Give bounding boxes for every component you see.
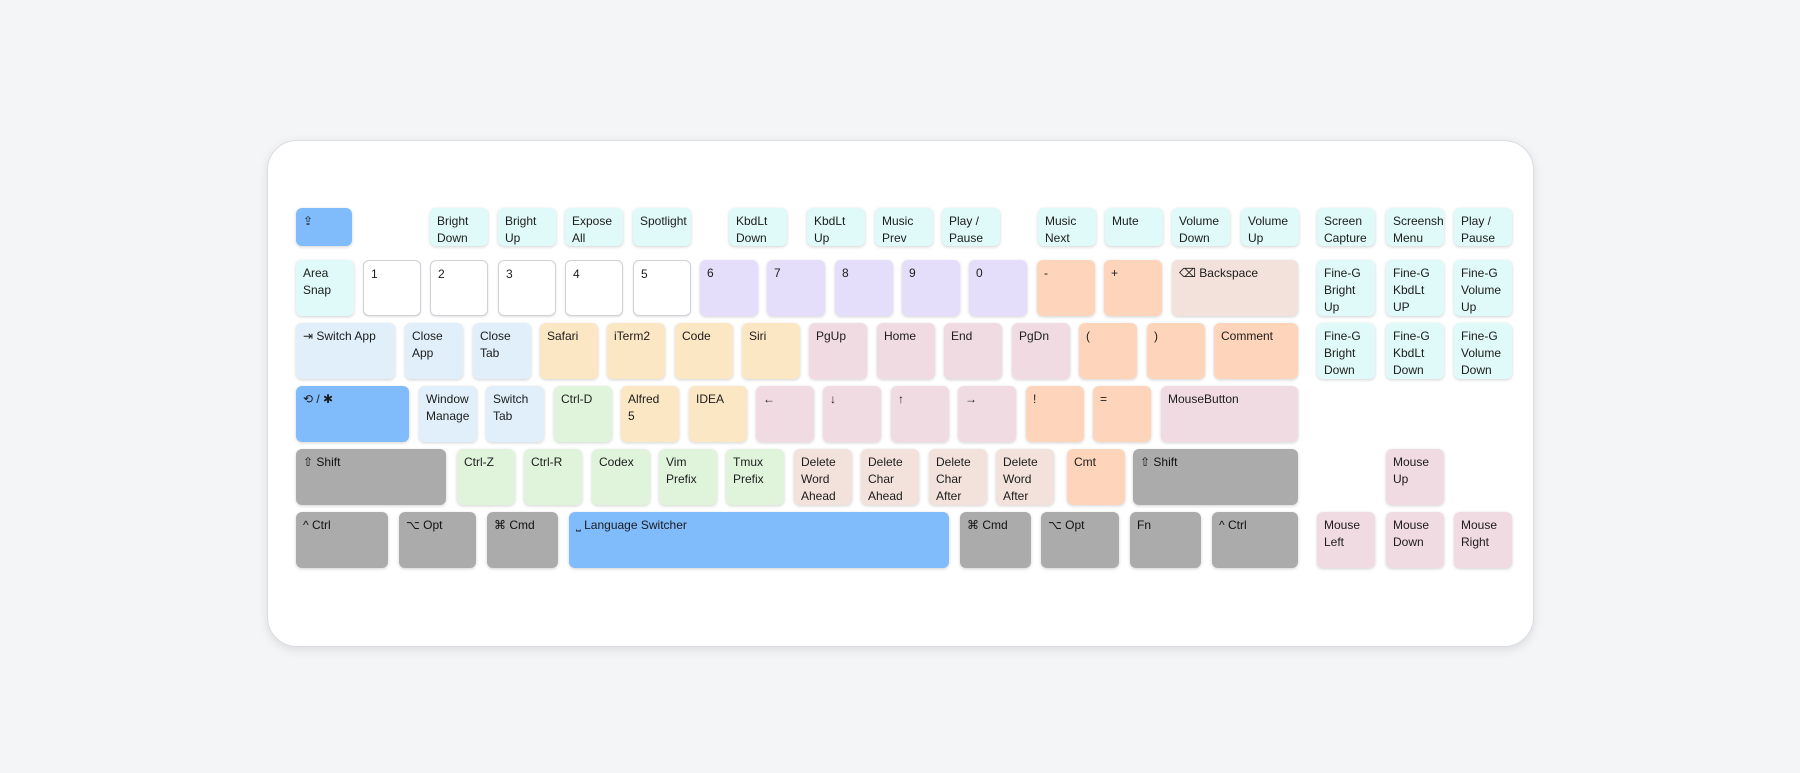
key-symbol[interactable]: → bbox=[958, 386, 1016, 442]
key-4[interactable]: 4 bbox=[565, 260, 623, 316]
key-fine-g-bright-down[interactable]: Fine-G Bright Down bbox=[1317, 323, 1375, 379]
key-fn[interactable]: Fn bbox=[1130, 512, 1201, 568]
key-5[interactable]: 5 bbox=[633, 260, 691, 316]
key-cmd[interactable]: ⌘ Cmd bbox=[487, 512, 558, 568]
key-safari[interactable]: Safari bbox=[540, 323, 598, 379]
key-symbol[interactable]: ↓ bbox=[823, 386, 881, 442]
key-ctrl[interactable]: ^ Ctrl bbox=[1212, 512, 1298, 568]
key-pgup[interactable]: PgUp bbox=[809, 323, 867, 379]
key-tmux-prefix[interactable]: Tmux Prefix bbox=[726, 449, 784, 505]
key-volume-down[interactable]: Volume Down bbox=[1172, 208, 1230, 246]
key-switch-app[interactable]: ⇥ Switch App bbox=[296, 323, 395, 379]
key-home[interactable]: Home bbox=[877, 323, 935, 379]
key-expose-all[interactable]: Expose All bbox=[565, 208, 623, 246]
key-delete-word-after[interactable]: Delete Word After bbox=[996, 449, 1054, 505]
key-delete-char-ahead[interactable]: Delete Char Ahead bbox=[861, 449, 919, 505]
key-screenshot-menu[interactable]: Screenshot Menu bbox=[1386, 208, 1444, 246]
key-mouse-right[interactable]: Mouse Right bbox=[1454, 512, 1512, 568]
key-idea[interactable]: IDEA bbox=[689, 386, 747, 442]
key-9[interactable]: 9 bbox=[902, 260, 960, 316]
key-close-app[interactable]: Close App bbox=[405, 323, 463, 379]
key-end[interactable]: End bbox=[944, 323, 1002, 379]
key-spotlight[interactable]: Spotlight bbox=[633, 208, 691, 246]
key-cmd[interactable]: ⌘ Cmd bbox=[960, 512, 1031, 568]
key-symbol[interactable]: ⇪ bbox=[296, 208, 352, 246]
key-mousebutton[interactable]: MouseButton bbox=[1161, 386, 1298, 442]
key-backspace[interactable]: ⌫ Backspace bbox=[1172, 260, 1298, 316]
key-symbol[interactable]: ) bbox=[1147, 323, 1205, 379]
key-pgdn[interactable]: PgDn bbox=[1012, 323, 1070, 379]
key-0[interactable]: 0 bbox=[969, 260, 1027, 316]
key-cmt[interactable]: Cmt bbox=[1067, 449, 1125, 505]
key-symbol[interactable]: ( bbox=[1079, 323, 1137, 379]
key-mouse-down[interactable]: Mouse Down bbox=[1386, 512, 1444, 568]
key-ctrl-z[interactable]: Ctrl-Z bbox=[457, 449, 515, 505]
key-symbol[interactable]: - bbox=[1037, 260, 1095, 316]
key-vim-prefix[interactable]: Vim Prefix bbox=[659, 449, 717, 505]
key-mute[interactable]: Mute bbox=[1105, 208, 1163, 246]
key-language-switcher[interactable]: ⎵ Language Switcher bbox=[569, 512, 949, 568]
key-code[interactable]: Code bbox=[675, 323, 733, 379]
key-delete-char-after[interactable]: Delete Char After bbox=[929, 449, 987, 505]
key-mouse-up[interactable]: Mouse Up bbox=[1386, 449, 1444, 505]
key-7[interactable]: 7 bbox=[767, 260, 825, 316]
key-shift[interactable]: ⇧ Shift bbox=[1133, 449, 1298, 505]
key-symbol[interactable]: ← bbox=[756, 386, 814, 442]
key-ctrl-r[interactable]: Ctrl-R bbox=[524, 449, 582, 505]
key-window-manage[interactable]: Window Manage bbox=[419, 386, 477, 442]
key-play-pause[interactable]: Play / Pause bbox=[942, 208, 1000, 246]
key-opt[interactable]: ⌥ Opt bbox=[399, 512, 476, 568]
key-bright-up[interactable]: Bright Up bbox=[498, 208, 556, 246]
key-shift[interactable]: ⇧ Shift bbox=[296, 449, 446, 505]
key-ctrl-d[interactable]: Ctrl-D bbox=[554, 386, 612, 442]
key-play-pause[interactable]: Play / Pause bbox=[1454, 208, 1512, 246]
key-music-next[interactable]: Music Next bbox=[1038, 208, 1096, 246]
key-fine-g-bright-up[interactable]: Fine-G Bright Up bbox=[1317, 260, 1375, 316]
key-alfred-5[interactable]: Alfred 5 bbox=[621, 386, 679, 442]
key-opt[interactable]: ⌥ Opt bbox=[1041, 512, 1119, 568]
key-iterm2[interactable]: iTerm2 bbox=[607, 323, 665, 379]
key-ctrl[interactable]: ^ Ctrl bbox=[296, 512, 388, 568]
key-fine-g-volume-down[interactable]: Fine-G Volume Down bbox=[1454, 323, 1512, 379]
key-codex[interactable]: Codex bbox=[592, 449, 650, 505]
key-3[interactable]: 3 bbox=[498, 260, 556, 316]
key-screen-capture[interactable]: Screen Capture bbox=[1317, 208, 1375, 246]
key-symbol[interactable]: ! bbox=[1026, 386, 1084, 442]
key-symbol[interactable]: = bbox=[1093, 386, 1151, 442]
key-fine-g-kbdlt-down[interactable]: Fine-G KbdLt Down bbox=[1386, 323, 1444, 379]
key-1[interactable]: 1 bbox=[363, 260, 421, 316]
key-kbdlt-down[interactable]: KbdLt Down bbox=[729, 208, 787, 246]
key-comment[interactable]: Comment bbox=[1214, 323, 1298, 379]
key-bright-down[interactable]: Bright Down bbox=[430, 208, 488, 246]
key-fine-g-kbdlt-up[interactable]: Fine-G KbdLt UP bbox=[1386, 260, 1444, 316]
key-2[interactable]: 2 bbox=[430, 260, 488, 316]
key-mouse-left[interactable]: Mouse Left bbox=[1317, 512, 1375, 568]
key-switch-tab[interactable]: Switch Tab bbox=[486, 386, 544, 442]
key-close-tab[interactable]: Close Tab bbox=[473, 323, 531, 379]
key-delete-word-ahead[interactable]: Delete Word Ahead bbox=[794, 449, 852, 505]
key-siri[interactable]: Siri bbox=[742, 323, 800, 379]
key-6[interactable]: 6 bbox=[700, 260, 758, 316]
key-volume-up[interactable]: Volume Up bbox=[1241, 208, 1299, 246]
key-fine-g-volume-up[interactable]: Fine-G Volume Up bbox=[1454, 260, 1512, 316]
key-symbol[interactable]: ↑ bbox=[891, 386, 949, 442]
key-kbdlt-up[interactable]: KbdLt Up bbox=[807, 208, 865, 246]
key-area-snap[interactable]: Area Snap bbox=[296, 260, 354, 316]
key-8[interactable]: 8 bbox=[835, 260, 893, 316]
key-symbol[interactable]: + bbox=[1104, 260, 1162, 316]
key-music-prev[interactable]: Music Prev bbox=[875, 208, 933, 246]
key-symbol[interactable]: ⟲ / ✱ bbox=[296, 386, 409, 442]
